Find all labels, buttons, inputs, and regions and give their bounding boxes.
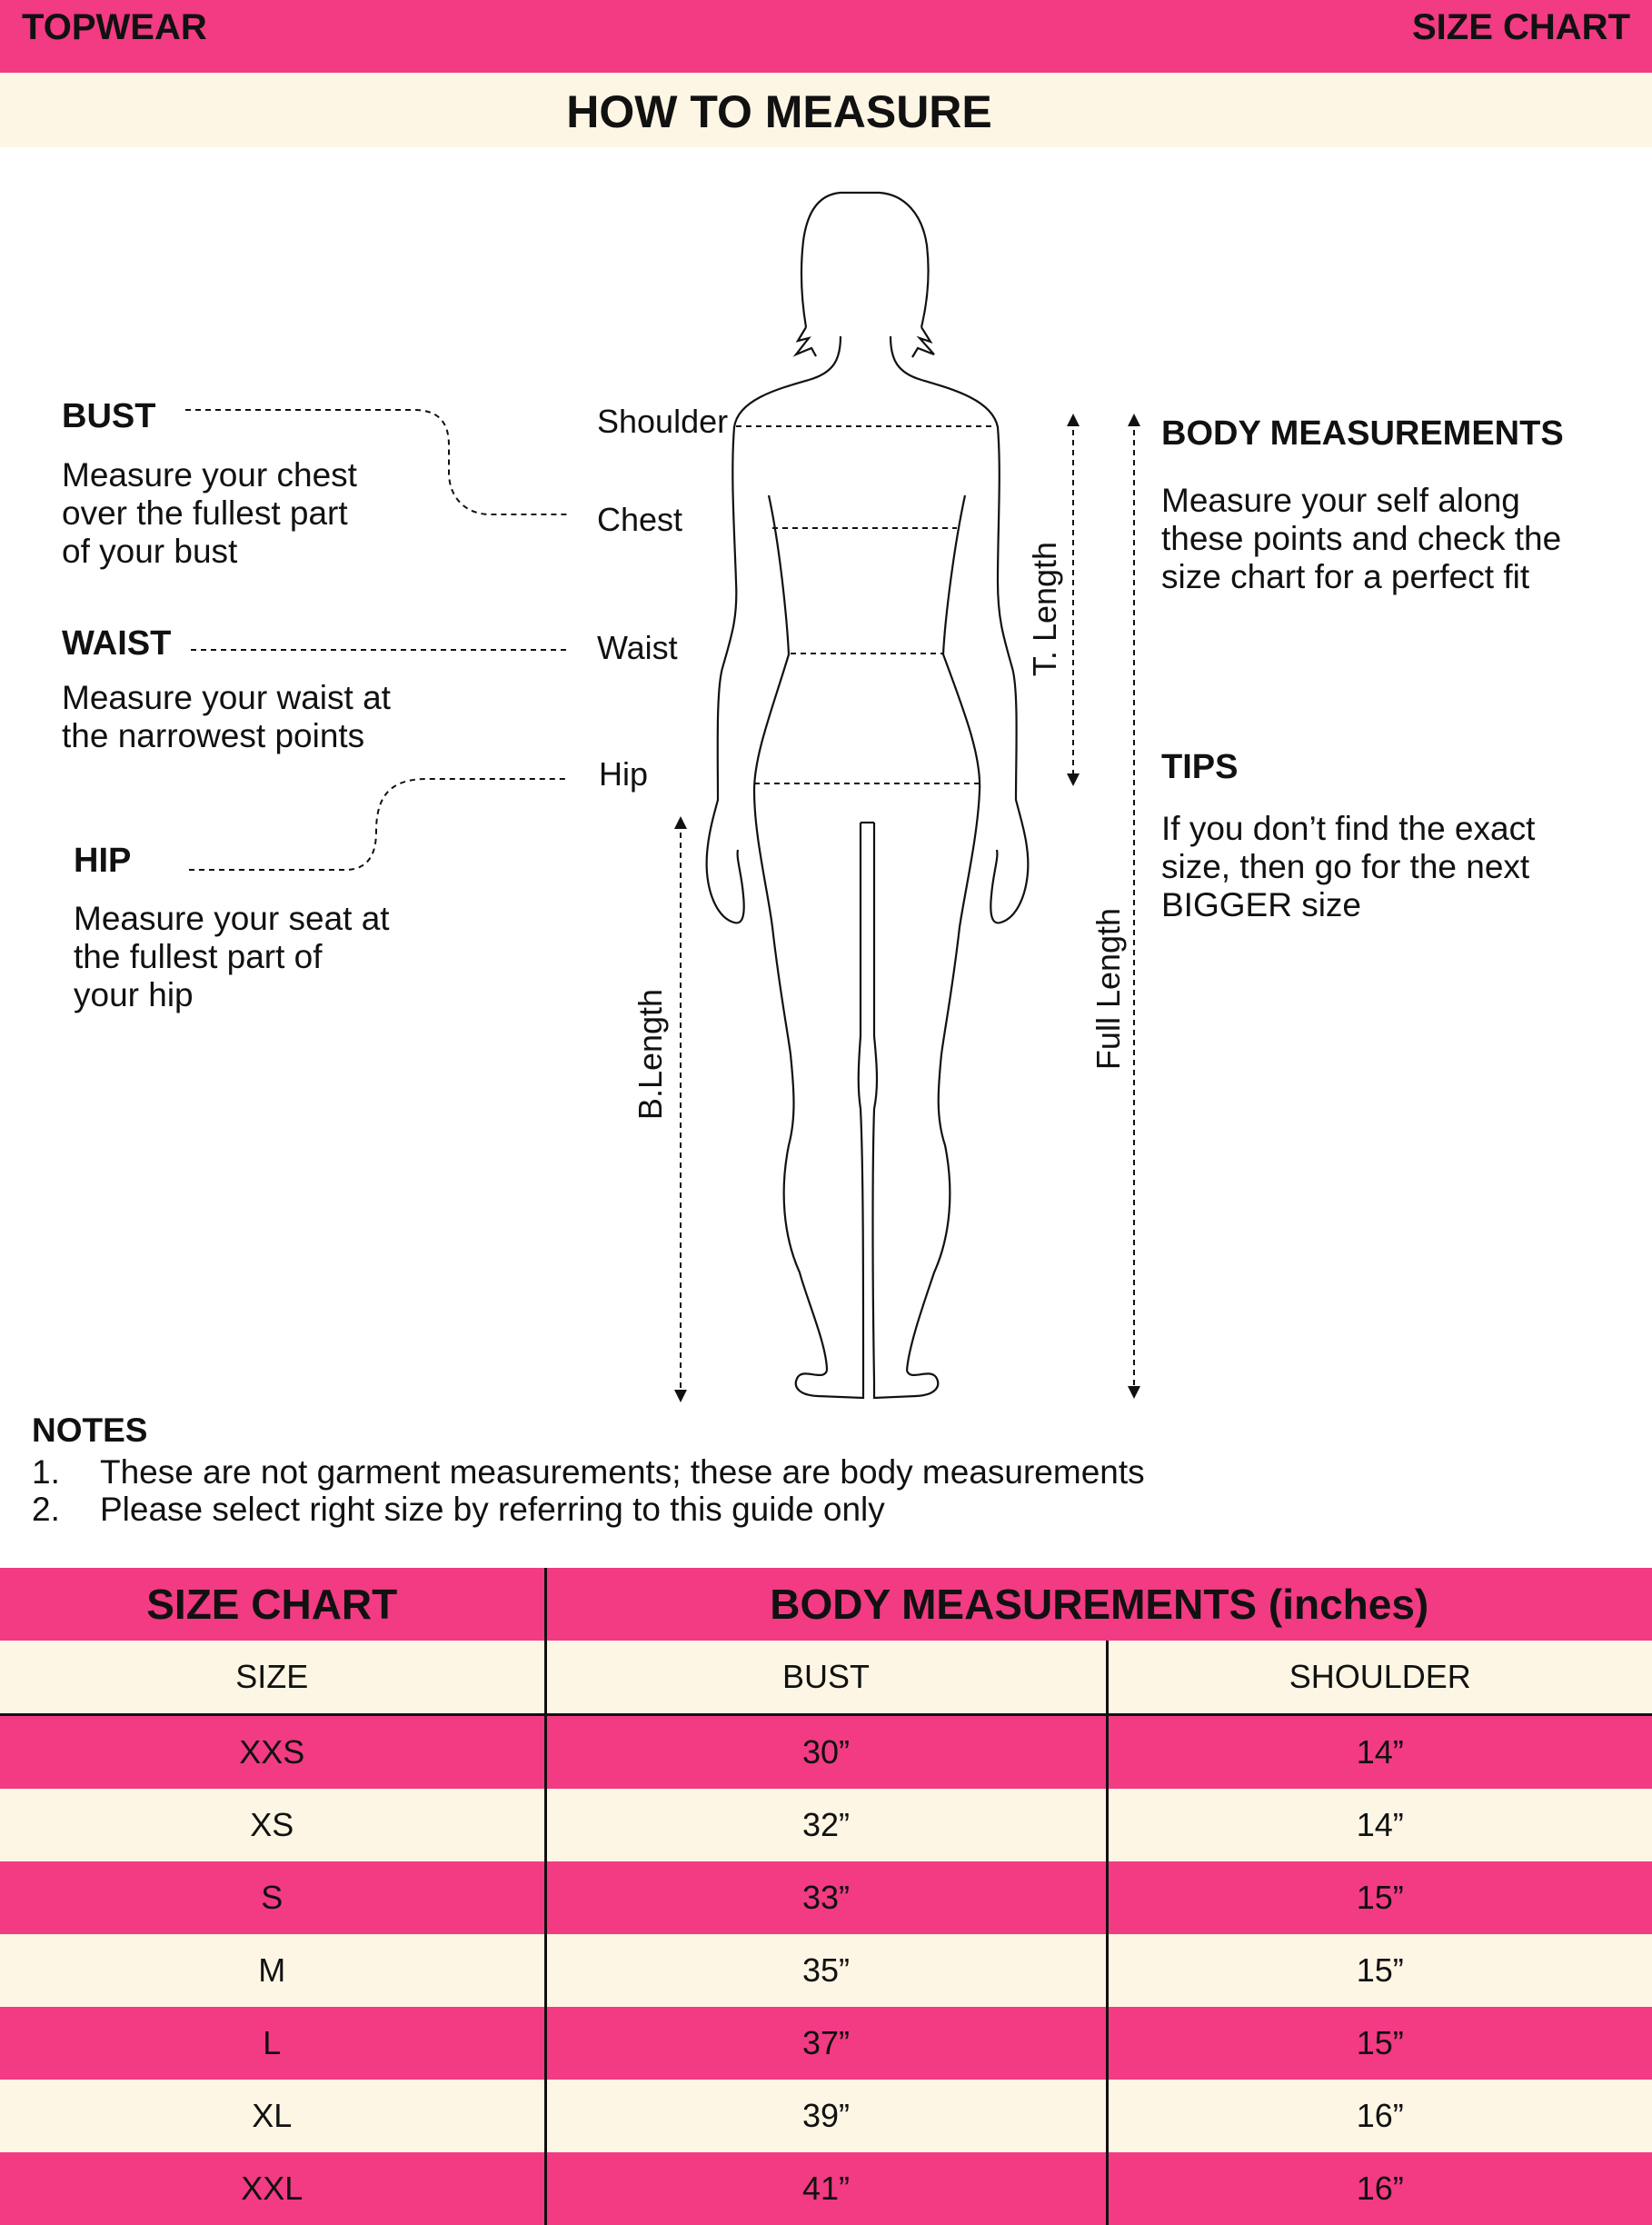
size-cell: XXL xyxy=(0,2152,545,2225)
bust-cell: 32” xyxy=(545,1789,1107,1861)
size-cell: L xyxy=(0,2007,545,2080)
shoulder-cell: 15” xyxy=(1107,1934,1652,2007)
table-header-row: SIZE CHART BODY MEASUREMENTS (inches) xyxy=(0,1568,1652,1641)
note-item: 1.These are not garment measurements; th… xyxy=(32,1453,1145,1492)
hair-right xyxy=(912,327,934,357)
bust-cell: 33” xyxy=(545,1861,1107,1934)
size-chart-heading: SIZE CHART xyxy=(0,1568,545,1641)
size-cell: S xyxy=(0,1861,545,1934)
shoulder-cell: 15” xyxy=(1107,2007,1652,2080)
bust-cell: 35” xyxy=(545,1934,1107,2007)
size-cell: XL xyxy=(0,2080,545,2152)
body-measurements-table-heading: BODY MEASUREMENTS (inches) xyxy=(545,1568,1652,1641)
note-text: Please select right size by referring to… xyxy=(100,1491,885,1528)
notes-heading: NOTES xyxy=(32,1412,147,1450)
bust-cell: 37” xyxy=(545,2007,1107,2080)
shoulder-cell: 14” xyxy=(1107,1715,1652,1790)
body-figure-illustration xyxy=(0,0,1652,1418)
size-cell: M xyxy=(0,1934,545,2007)
shoulder-cell: 15” xyxy=(1107,1861,1652,1934)
size-cell: XS xyxy=(0,1789,545,1861)
column-header-bust: BUST xyxy=(545,1641,1107,1715)
column-header-row: SIZE BUST SHOULDER xyxy=(0,1641,1652,1715)
size-cell: XXS xyxy=(0,1715,545,1790)
hair-left xyxy=(796,327,816,356)
figure-head xyxy=(801,193,929,327)
figure-body-outline xyxy=(707,336,841,923)
note-item: 2.Please select right size by referring … xyxy=(32,1491,885,1529)
column-header-size: SIZE xyxy=(0,1641,545,1715)
bust-cell: 30” xyxy=(545,1715,1107,1790)
shoulder-cell: 16” xyxy=(1107,2080,1652,2152)
note-number: 2. xyxy=(32,1491,100,1529)
column-header-shoulder: SHOULDER xyxy=(1107,1641,1652,1715)
shoulder-cell: 16” xyxy=(1107,2152,1652,2225)
size-chart-table: SIZE CHART BODY MEASUREMENTS (inches) SI… xyxy=(0,1568,1652,2225)
bust-cell: 41” xyxy=(545,2152,1107,2225)
note-number: 1. xyxy=(32,1453,100,1492)
shoulder-cell: 14” xyxy=(1107,1789,1652,1861)
bust-cell: 39” xyxy=(545,2080,1107,2152)
note-text: These are not garment measurements; thes… xyxy=(100,1453,1145,1491)
